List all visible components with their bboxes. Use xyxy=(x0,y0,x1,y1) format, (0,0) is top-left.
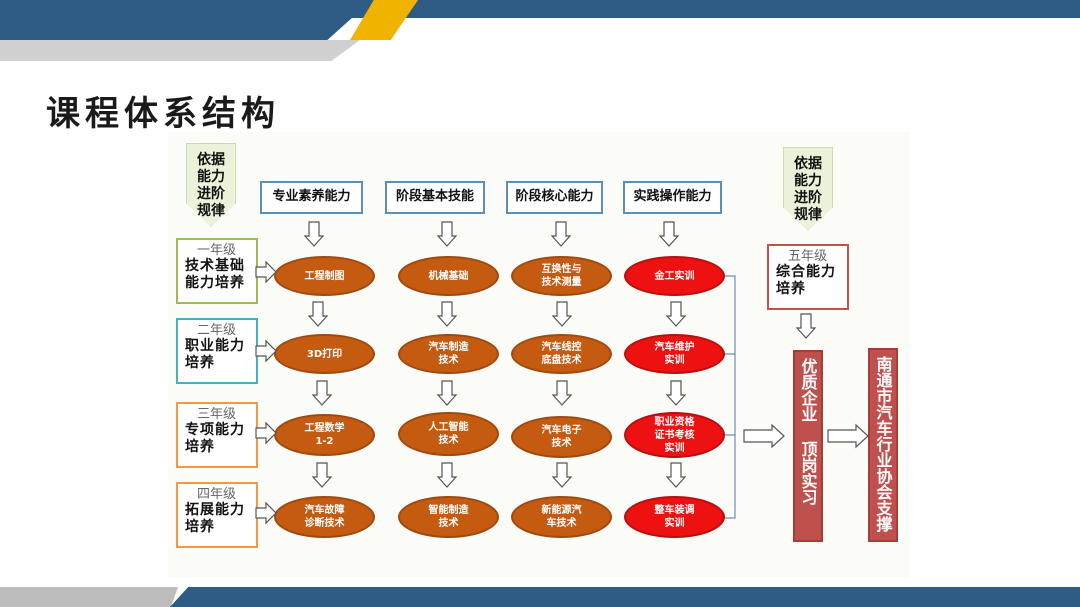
internship-box: 优质企业 顶岗实习 xyxy=(793,350,823,542)
course-node: 3D打印 xyxy=(274,334,375,374)
grade-box-3: 三年级 专项能力 培养 xyxy=(176,402,258,468)
column-header-4: 实践操作能力 xyxy=(623,181,722,214)
grade-year: 一年级 xyxy=(197,243,237,258)
grade-year: 四年级 xyxy=(197,487,237,502)
grade-box-4: 四年级 拓展能力 培养 xyxy=(176,482,258,548)
grade-year: 二年级 xyxy=(197,323,237,338)
grade-box-2: 二年级 职业能力 培养 xyxy=(176,318,258,384)
column-header-1: 专业素养能力 xyxy=(260,181,363,214)
course-node: 机械基础 xyxy=(398,256,499,296)
top-banner-grey xyxy=(0,40,360,61)
page-title: 课程体系结构 xyxy=(46,94,280,134)
grade-desc: 技术基础 能力培养 xyxy=(185,258,245,291)
course-node: 汽车制造 技术 xyxy=(398,334,499,374)
course-node: 汽车故障 诊断技术 xyxy=(274,496,375,538)
grade-desc: 拓展能力 培养 xyxy=(185,502,245,535)
top-banner-navy xyxy=(0,0,372,40)
practice-node: 职业资格 证书考核 实训 xyxy=(624,412,725,458)
bottom-banner-grey xyxy=(0,587,178,607)
bottom-banner-bar xyxy=(170,587,1080,607)
practice-node: 整车装调 实训 xyxy=(624,496,725,538)
grade-year: 五年级 xyxy=(788,249,828,264)
grade-year: 三年级 xyxy=(197,407,237,422)
course-node: 互换性与 技术测量 xyxy=(511,256,612,296)
practice-node: 金工实训 xyxy=(624,256,725,296)
course-node: 工程数学 1-2 xyxy=(274,414,375,456)
course-node: 汽车电子 技术 xyxy=(511,416,612,458)
course-node: 人工智能 技术 xyxy=(398,412,499,456)
course-node: 新能源汽 车技术 xyxy=(511,496,612,538)
support-box: 南通市汽车行业协会支撑 xyxy=(868,348,898,542)
grade-box-1: 一年级 技术基础 能力培养 xyxy=(176,238,258,304)
course-node: 汽车线控 底盘技术 xyxy=(511,334,612,374)
grade-box-5: 五年级 综合能力 培养 xyxy=(767,244,849,310)
course-node: 工程制图 xyxy=(274,256,375,296)
column-header-2: 阶段基本技能 xyxy=(385,181,485,214)
course-node: 智能制造 技术 xyxy=(398,496,499,538)
grade-desc: 综合能力 培养 xyxy=(776,264,836,297)
column-header-3: 阶段核心能力 xyxy=(506,181,603,214)
practice-node: 汽车维护 实训 xyxy=(624,334,725,374)
grade-desc: 职业能力 培养 xyxy=(185,338,245,371)
grade-desc: 专项能力 培养 xyxy=(185,422,245,455)
